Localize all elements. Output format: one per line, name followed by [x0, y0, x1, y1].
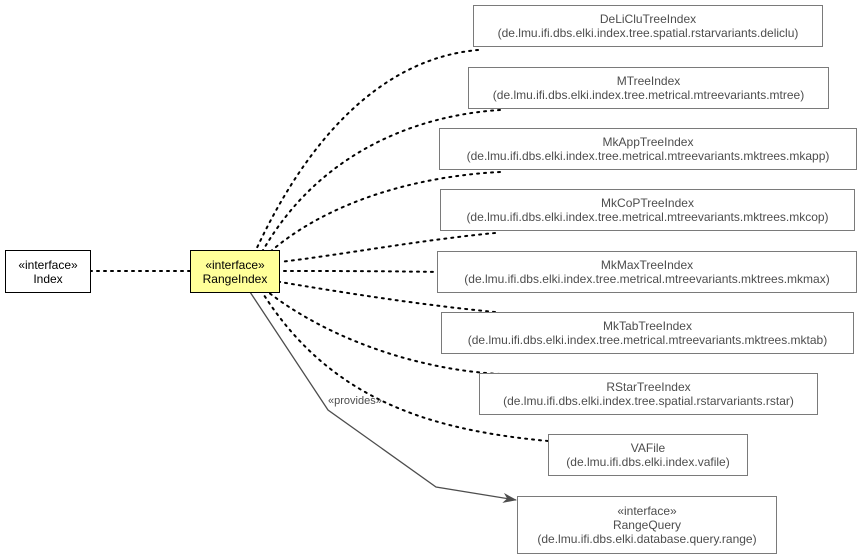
rstar-name: RStarTreeIndex	[606, 380, 691, 394]
deliclu-name: DeLiCluTreeIndex	[599, 12, 697, 26]
provides-label: «provides»	[328, 395, 382, 407]
mkcop-package: (de.lmu.ifi.dbs.elki.index.tree.metrical…	[466, 210, 829, 224]
rangequery-stereotype: «interface»	[617, 504, 677, 518]
deliclu-package: (de.lmu.ifi.dbs.elki.index.tree.spatial.…	[497, 26, 799, 40]
mktab-name: MkTabTreeIndex	[603, 319, 692, 333]
node-index[interactable]: «interface» Index	[5, 250, 91, 293]
mktab-package: (de.lmu.ifi.dbs.elki.index.tree.metrical…	[467, 333, 828, 347]
edge-mkmax-rangeindex	[279, 270, 441, 273]
mkmax-name: MkMaxTreeIndex	[600, 258, 694, 272]
node-mktabtreeindex[interactable]: MkTabTreeIndex (de.lmu.ifi.dbs.elki.inde…	[441, 312, 854, 354]
edge-vafile-rangeindex	[261, 291, 549, 442]
node-mkapptreeindex[interactable]: MkAppTreeIndex (de.lmu.ifi.dbs.elki.inde…	[439, 128, 857, 170]
vafile-name: VAFile	[630, 441, 666, 455]
edge-mktab-rangeindex	[279, 281, 496, 313]
mkmax-package: (de.lmu.ifi.dbs.elki.index.tree.metrical…	[464, 272, 830, 286]
node-rangequery[interactable]: «interface» RangeQuery (de.lmu.ifi.dbs.e…	[517, 496, 777, 554]
edge-rstar-rangeindex	[267, 291, 501, 375]
mtree-name: MTreeIndex	[616, 74, 681, 88]
rangequery-package: (de.lmu.ifi.dbs.elki.database.query.rang…	[537, 532, 757, 546]
node-rangeindex[interactable]: «interface» RangeIndex	[190, 250, 280, 293]
edge-provides-rangequery	[249, 291, 517, 503]
edge-mkapp-rangeindex	[269, 171, 501, 253]
rstar-package: (de.lmu.ifi.dbs.elki.index.tree.spatial.…	[503, 394, 794, 408]
mkapp-name: MkAppTreeIndex	[602, 135, 694, 149]
rangeindex-stereotype: «interface»	[205, 257, 265, 272]
node-rstartreeindex[interactable]: RStarTreeIndex (de.lmu.ifi.dbs.elki.inde…	[479, 373, 818, 415]
edge-mkcop-rangeindex	[279, 232, 496, 263]
mkapp-package: (de.lmu.ifi.dbs.elki.index.tree.metrical…	[466, 149, 830, 163]
node-mkmaxtreeindex[interactable]: MkMaxTreeIndex (de.lmu.ifi.dbs.elki.inde…	[437, 251, 857, 293]
node-vafile[interactable]: VAFile (de.lmu.ifi.dbs.elki.index.vafile…	[548, 434, 748, 476]
rangeindex-name: RangeIndex	[202, 271, 268, 286]
node-mkcoptreeindex[interactable]: MkCoPTreeIndex (de.lmu.ifi.dbs.elki.inde…	[440, 189, 855, 231]
edge-delicluindex-rangeindex	[254, 49, 479, 253]
index-name: Index	[33, 271, 63, 286]
mkcop-name: MkCoPTreeIndex	[601, 196, 694, 210]
node-delicluindex[interactable]: DeLiCluTreeIndex (de.lmu.ifi.dbs.elki.in…	[473, 5, 823, 47]
node-mtreeindex[interactable]: MTreeIndex (de.lmu.ifi.dbs.elki.index.tr…	[468, 67, 829, 109]
vafile-package: (de.lmu.ifi.dbs.elki.index.vafile)	[566, 455, 730, 469]
edge-mtreeindex-rangeindex	[261, 109, 501, 253]
mtree-package: (de.lmu.ifi.dbs.elki.index.tree.metrical…	[492, 88, 805, 102]
rangequery-name: RangeQuery	[612, 518, 682, 532]
index-stereotype: «interface»	[18, 257, 78, 272]
